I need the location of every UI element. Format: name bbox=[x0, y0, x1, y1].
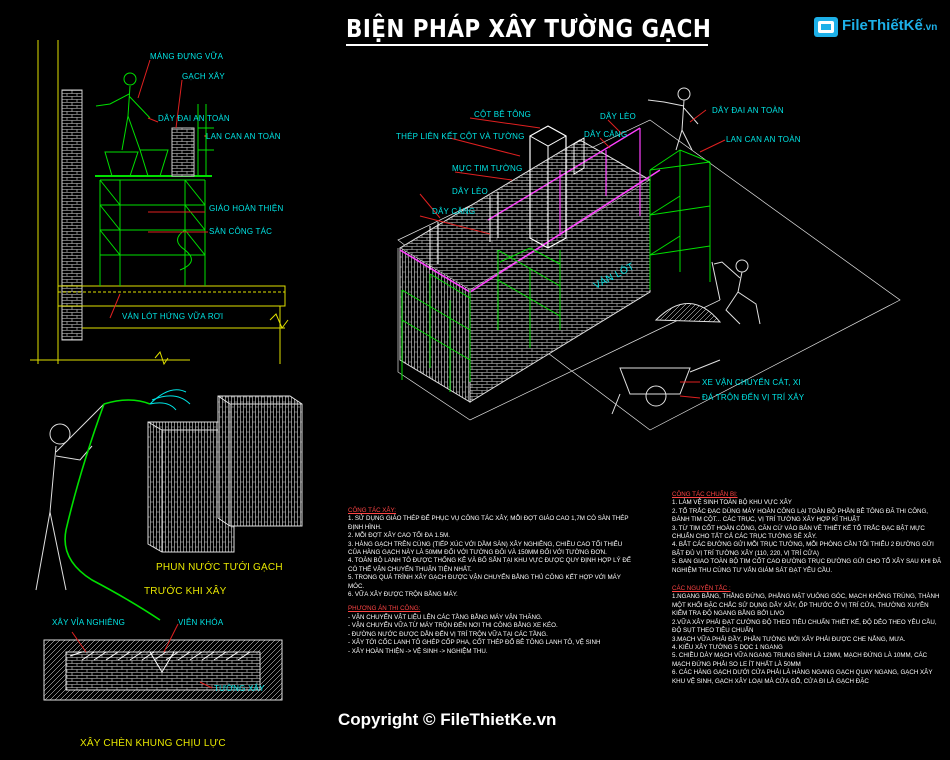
logo-wordmark: FileThiếtKế.vn bbox=[842, 17, 937, 34]
note-line: 4. TOÀN BỘ LANH TÔ ĐƯỢC THỐNG KÊ VÀ BỐ S… bbox=[348, 557, 631, 573]
label-wheelbarrow-2: ĐÁ TRỘN ĐẾN VỊ TRÍ XÂY bbox=[702, 393, 805, 402]
notes-heading-preparation: CÔNG TÁC CHUẨN BỊ: bbox=[672, 491, 738, 498]
logo-brand: FileThiếtKế bbox=[842, 17, 923, 34]
label-iso-safety-belt: DÂY ĐAI AN TOÀN bbox=[712, 106, 784, 115]
label-leo-line-left: DÂY LÈO bbox=[452, 187, 488, 196]
label-guardrail: LAN CAN AN TOÀN bbox=[206, 132, 281, 141]
note-line: 3. HÀNG GẠCH TRÊN CÙNG (TIẾP XÚC VỚI DẦM… bbox=[348, 540, 623, 557]
note-line: 6. CÁC HÀNG GẠCH DƯỚI CỬA PHẢI LÀ HÀNG N… bbox=[672, 669, 933, 685]
note-line: 6. VỮA XÂY ĐƯỢC TRỘN BẰNG MÁY. bbox=[348, 591, 458, 599]
filethietke-logo bbox=[814, 17, 838, 37]
caption-frame-infill: XÂY CHÈN KHUNG CHỊU LỰC bbox=[80, 738, 226, 749]
logo-domain: .vn bbox=[922, 22, 938, 33]
note-line: 5. CHIỀU DÀY MẠCH VỮA NGANG TRUNG BÌNH L… bbox=[672, 652, 928, 668]
label-mortar-trough: MÁNG ĐỰNG VỮA bbox=[150, 52, 224, 61]
note-line: 1.NGANG BẰNG, THẲNG ĐỨNG, PHẲNG MẶT VUÔN… bbox=[672, 593, 940, 618]
caption-watering: PHUN NƯỚC TƯỚI GẠCH bbox=[156, 562, 283, 573]
label-leo-line-right: DÂY LÈO bbox=[600, 112, 636, 121]
label-tension-line-right: DÂY CĂNG bbox=[584, 130, 628, 139]
label-brick-wall: TƯỜNG XÂY bbox=[214, 684, 265, 693]
watering-drawing bbox=[35, 389, 303, 621]
label-wall-axis-mark: MỰC TIM TƯỜNG bbox=[452, 164, 523, 173]
note-line: 4. KIỂU XÂY TƯỜNG 5 DỌC 1 NGANG bbox=[672, 643, 783, 651]
note-line: 2.VỮA XÂY PHẢI ĐẠT CƯỜNG ĐỘ THEO TIÊU CH… bbox=[672, 618, 937, 635]
note-line: 5. BAN GIAO TOÀN BỘ TIM CỐT CAO ĐƯỜNG TR… bbox=[672, 558, 942, 574]
label-finishing-scaffold: GIÁO HOÀN THIỆN bbox=[209, 204, 284, 213]
copyright-watermark: Copyright © FileThietKe.vn bbox=[338, 710, 557, 729]
note-line: - XÂY HOÀN THIỆN -> VỆ SINH -> NGHIỆM TH… bbox=[348, 647, 488, 655]
notes-heading-masonry: CÔNG TÁC XÂY: bbox=[348, 507, 397, 514]
note-line: 5. TRONG QUÁ TRÌNH XÂY GẠCH ĐƯỢC VẬN CHU… bbox=[348, 574, 621, 590]
note-line: 1. LÀM VỆ SINH TOÀN BỘ KHU VỰC XÂY bbox=[672, 499, 792, 507]
drawing-title: BIỆN PHÁP XÂY TƯỜNG GẠCH bbox=[346, 14, 712, 43]
note-line: - ĐƯỜNG NƯỚC ĐƯỢC DẪN ĐẾN VỊ TRÍ TRỘN VỮ… bbox=[348, 630, 548, 638]
note-line: 1. SỬ DỤNG GIÁO THÉP ĐỂ PHỤC VỤ CÔNG TÁC… bbox=[348, 515, 629, 531]
scaffold-section-drawing bbox=[30, 40, 289, 366]
label-brick: GẠCH XÂY bbox=[182, 72, 225, 81]
label-inclined-course: XÂY VỈA NGHIÊNG bbox=[52, 618, 126, 627]
note-line: 3.MẠCH VỮA PHẢI ĐẦY, PHẦN TƯỜNG MỚI XÂY … bbox=[672, 635, 906, 643]
label-wheelbarrow: XE VẬN CHUYỂN CÁT, XI bbox=[702, 378, 801, 387]
notes-heading-principles: CÁC NGUYÊN TẮC : bbox=[672, 585, 731, 593]
notes-middle: CÔNG TÁC XÂY: 1. SỬ DỤNG GIÁO THÉP ĐỂ PH… bbox=[348, 504, 636, 656]
label-mortar-catch-board: VÁN LÓT HỨNG VỮA RƠI bbox=[122, 312, 224, 321]
label-tension-line-left: DÂY CĂNG bbox=[432, 207, 476, 216]
title-underline bbox=[346, 44, 708, 46]
note-line: 2. MỖI ĐỢT XÂY CAO TỐI ĐA 1.5M. bbox=[348, 532, 450, 540]
label-key-brick: VIÊN KHÓA bbox=[178, 618, 224, 627]
note-line: - VẬN CHUYỂN VẬT LIỆU LÊN CÁC TẦNG BẰNG … bbox=[348, 613, 543, 621]
label-work-platform: SÀN CÔNG TÁC bbox=[209, 227, 273, 236]
note-line: - XÂY TỚI CỐC LANH TÔ GHÉP CỐP PHA, CỐT … bbox=[348, 639, 601, 647]
label-concrete-column: CỘT BÊ TÔNG bbox=[474, 110, 532, 119]
iso-wall-drawing bbox=[397, 87, 901, 431]
note-line: 3. TỪ TIM CỐT HOÀN CÔNG, CĂN CỨ VÀO BẢN … bbox=[672, 524, 925, 541]
frame-infill-drawing bbox=[43, 623, 283, 701]
note-line: 2. TỔ TRẮC ĐẠC DÙNG MÁY HOÀN CÔNG LẠI TO… bbox=[672, 507, 929, 524]
notes-heading-method: PHƯƠNG ÁN THI CÔNG: bbox=[348, 605, 421, 613]
caption-watering-2: TRƯỚC KHI XÂY bbox=[144, 586, 227, 597]
note-line: - VẬN CHUYỂN VỮA TỪ MÁY TRỘN ĐẾN NƠI THI… bbox=[348, 622, 558, 630]
label-iso-guardrail: LAN CAN AN TOÀN bbox=[726, 135, 801, 144]
label-column-wall-tie: THÉP LIÊN KẾT CỘT VÀ TƯỜNG bbox=[396, 132, 525, 141]
notes-right: CÔNG TÁC CHUẨN BỊ: 1. LÀM VỆ SINH TOÀN B… bbox=[672, 488, 944, 686]
note-line: 4. BẮT CÁC ĐƯỜNG GỬI MỖI TRỤC TƯỜNG, MỖI… bbox=[672, 541, 934, 557]
label-safety-belt: DÂY ĐAI AN TOÀN bbox=[158, 114, 230, 123]
